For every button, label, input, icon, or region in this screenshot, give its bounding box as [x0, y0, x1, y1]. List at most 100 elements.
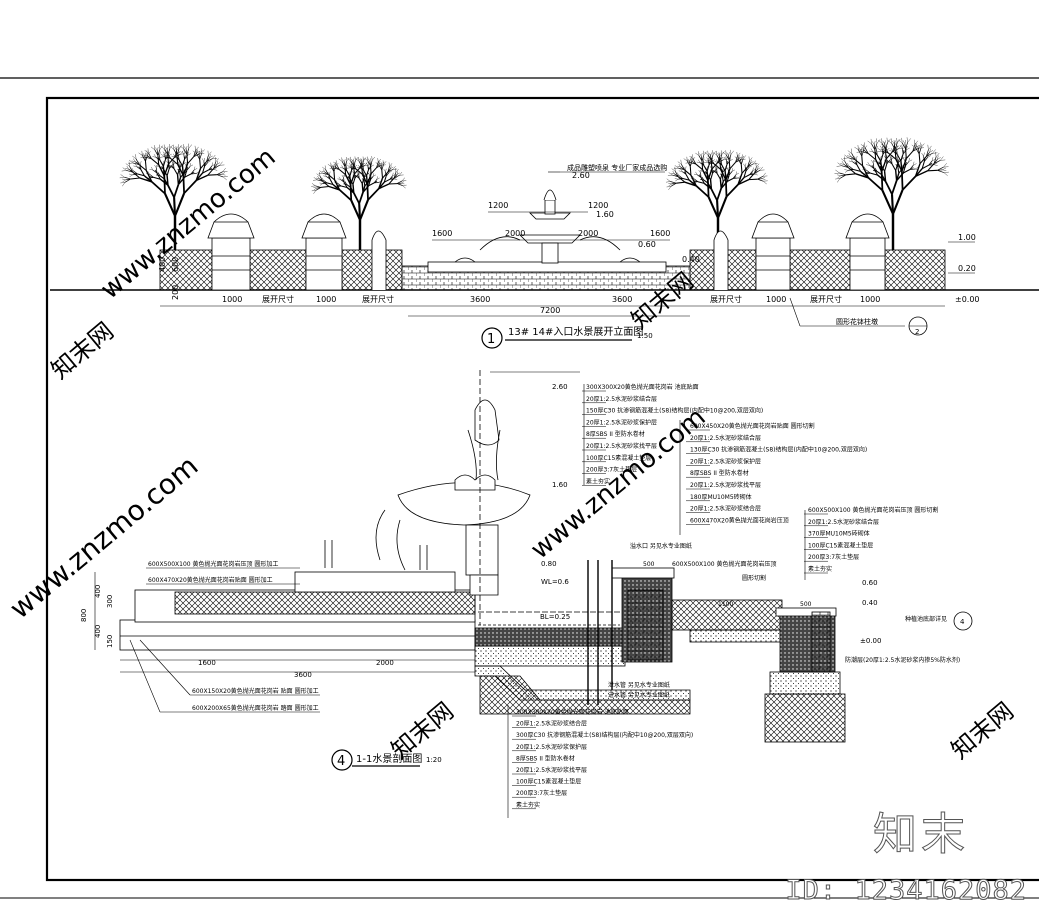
tree-branch	[209, 154, 211, 158]
tree-branch	[147, 148, 149, 154]
tree-branch	[144, 152, 146, 157]
tree-branch	[871, 165, 875, 169]
tree-branch	[219, 161, 223, 166]
tree-branch	[198, 154, 201, 160]
tree-branch	[389, 163, 393, 167]
tree-branch	[870, 138, 872, 144]
tree-branch	[716, 188, 723, 201]
tree-branch	[688, 179, 697, 187]
tree-branch	[144, 154, 148, 156]
tree-branch	[178, 145, 183, 150]
tree-branch	[322, 172, 329, 176]
dim-bottom: 展开尺寸	[362, 294, 394, 304]
tree-branch	[708, 161, 711, 166]
tree-branch	[125, 163, 130, 167]
tree-branch	[144, 161, 147, 171]
tree-branch	[186, 166, 189, 171]
tree-branch	[174, 147, 177, 151]
tree-branch	[207, 158, 209, 163]
tree-branch	[213, 167, 217, 170]
tree-branch	[754, 167, 757, 174]
tree-branch	[145, 156, 152, 160]
tree-branch	[394, 178, 398, 180]
tree-branch	[373, 180, 378, 184]
tree-branch	[379, 162, 382, 166]
tree-branch	[161, 170, 164, 174]
tree-branch	[704, 166, 707, 170]
tree-branch	[836, 165, 842, 167]
tree-branch	[894, 144, 896, 150]
tree-branch	[372, 173, 375, 177]
tree-branch	[909, 167, 914, 170]
tree-branch	[176, 146, 178, 151]
tree-branch	[692, 175, 695, 179]
tree-branch	[730, 149, 732, 155]
tree-branch	[725, 174, 728, 178]
tree-branch	[179, 145, 184, 149]
dim-bottom: 1000	[316, 295, 336, 304]
tree-branch	[884, 140, 886, 145]
tree-branch	[841, 161, 845, 165]
tree-branch	[721, 165, 723, 169]
tree-branch	[367, 180, 371, 183]
tree-branch	[152, 156, 157, 158]
tree-branch	[683, 171, 687, 175]
tree-branch	[159, 156, 165, 158]
detail-ref: 4	[960, 618, 965, 626]
tree-branch	[177, 177, 182, 185]
tree-branch	[183, 144, 184, 149]
tree-branch	[355, 157, 359, 161]
tree-branch	[346, 167, 351, 169]
material-note: 100厚C15素混凝土垫层	[586, 454, 651, 462]
tree-branch	[711, 162, 718, 170]
tree-branch	[209, 155, 213, 158]
tree-branch	[844, 170, 849, 173]
tree-branch	[915, 145, 920, 148]
tree-branch	[878, 156, 881, 160]
tree-branch	[195, 171, 200, 174]
tree-branch	[935, 152, 940, 158]
tree-branch	[329, 178, 334, 185]
tree-branch	[737, 177, 745, 186]
tree-branch	[339, 189, 352, 201]
fountain-sculpture	[454, 189, 641, 264]
tree-branch	[690, 182, 694, 185]
brand-logo: 知末	[873, 809, 969, 861]
section-annotations: 2.60 1.60 0.80 WL=0.6 BL=0.25 0.60 0.40 …	[80, 371, 973, 818]
tree-branch	[126, 170, 133, 173]
tree-branch	[385, 172, 388, 177]
tree-branch	[691, 156, 693, 161]
tree-branch	[124, 178, 131, 183]
tree-branch	[156, 168, 158, 174]
tree-branch	[847, 155, 851, 157]
tree-branch	[902, 140, 906, 144]
tree-branch	[125, 168, 129, 170]
tree-branch	[157, 149, 161, 156]
tree-branch	[379, 162, 383, 165]
tree-branch	[169, 144, 173, 149]
tree-branch	[366, 171, 368, 175]
tree-branch	[687, 158, 690, 162]
tree-branch	[138, 152, 143, 156]
planter-pillar	[845, 213, 890, 291]
tree-branch	[861, 151, 869, 154]
tree-branch	[700, 179, 704, 181]
tree-branch	[845, 165, 850, 167]
tree-branch	[710, 188, 718, 201]
tree-branch	[757, 178, 764, 182]
tree-branch	[216, 160, 218, 165]
tree-branch	[709, 160, 715, 165]
tree-branch	[135, 158, 140, 165]
dim-bottom: 展开尺寸	[810, 294, 842, 304]
tree-branch	[342, 159, 345, 163]
planter-detail-note: 种植池底部详见	[905, 615, 947, 623]
tree-branch	[363, 174, 366, 178]
tree-branch	[349, 171, 351, 175]
tree-branch	[352, 158, 355, 162]
dim-bottom: 1000	[222, 295, 242, 304]
tree-branch	[721, 150, 722, 155]
tree-branch	[162, 151, 165, 155]
tree-branch	[692, 158, 697, 165]
tree-branch	[361, 177, 365, 184]
tree-branch	[140, 161, 142, 165]
